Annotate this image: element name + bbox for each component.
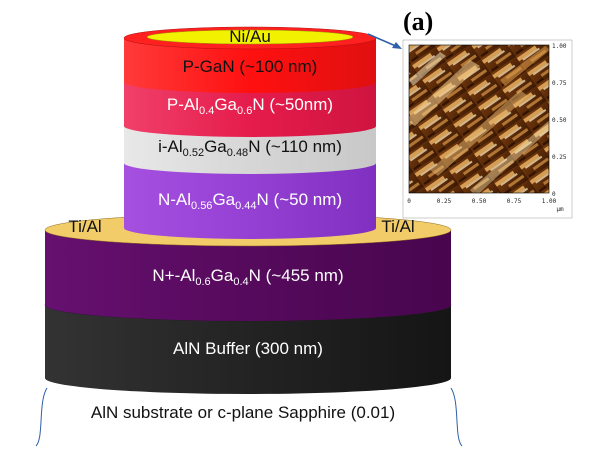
afm-x-tick: 0.50 xyxy=(472,198,487,205)
contact-right-label: Ti/Al xyxy=(381,217,414,236)
i-algan-layer: i-Al0.52Ga0.48N (~110 nm) xyxy=(124,126,376,174)
n-algan-layer: N-Al0.56Ga0.44N (~50 nm) xyxy=(124,163,376,239)
afm-y-tick: 0.50 xyxy=(552,117,567,124)
p-algan-label: P-Al0.4Ga0.6N (~50nm) xyxy=(167,95,333,117)
aln-buffer-label: AlN Buffer (300 nm) xyxy=(173,339,323,358)
contact-left-label: Ti/Al xyxy=(68,217,101,236)
afm-x-tick: 1.00 xyxy=(542,198,557,205)
nplus-algan-label: N+-Al0.6Ga0.4N (~455 nm) xyxy=(152,266,343,288)
ni-au-contact xyxy=(146,29,354,45)
afm-image-panel: 1.00 0.75 0.50 0.25 0 0 0.25 0.50 0.75 1… xyxy=(402,39,573,219)
afm-x-tick: 0 xyxy=(407,198,411,205)
p-gan-layer: Ni/Au P-GaN (~100 nm) xyxy=(123,26,377,93)
panel-label: (a) xyxy=(403,7,433,36)
i-algan-label: i-Al0.52Ga0.48N (~110 nm) xyxy=(158,137,342,159)
afm-y-tick: 0.25 xyxy=(552,154,567,161)
afm-y-tick: 0 xyxy=(552,191,556,198)
afm-texture xyxy=(409,46,549,193)
afm-y-axis: 1.00 0.75 0.50 0.25 0 xyxy=(552,43,567,198)
n-algan-label: N-Al0.56Ga0.44N (~50 nm) xyxy=(158,190,342,212)
afm-unit: μm xyxy=(556,206,564,213)
p-algan-layer: P-Al0.4Ga0.6N (~50nm) xyxy=(124,82,376,137)
pointer-arrow xyxy=(367,33,402,49)
afm-y-tick: 1.00 xyxy=(552,43,567,50)
substrate-outline xyxy=(35,387,463,447)
afm-y-tick: 0.75 xyxy=(552,80,567,87)
afm-x-axis: 0 0.25 0.50 0.75 1.00 μm xyxy=(407,198,564,213)
ni-au-label: Ni/Au xyxy=(229,27,271,46)
substrate-label: AlN substrate or c-plane Sapphire (0.01) xyxy=(91,403,395,422)
afm-x-tick: 0.25 xyxy=(437,198,452,205)
afm-x-tick: 0.75 xyxy=(507,198,522,205)
p-gan-label: P-GaN (~100 nm) xyxy=(183,57,318,76)
